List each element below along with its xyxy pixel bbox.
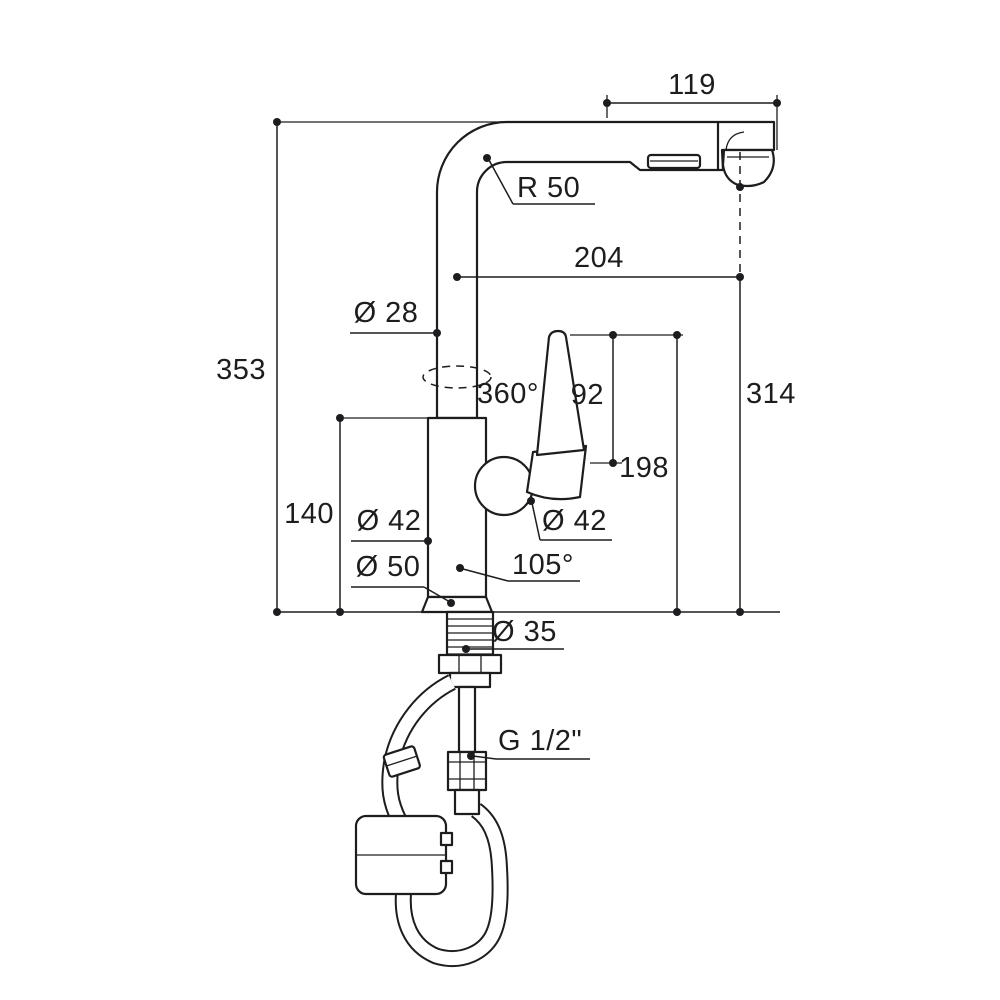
dim-overall-height: 353: [216, 118, 507, 616]
dia-35-label: Ø 35: [492, 616, 557, 648]
dim-204-label: 204: [574, 242, 624, 274]
radius-50-label: R 50: [517, 172, 580, 204]
weight-screw-top: [439, 831, 454, 847]
rotation-360-label: 360°: [477, 378, 539, 410]
dia-body: Ø 42: [351, 505, 432, 545]
ball-joint: [473, 455, 535, 517]
mounting-nut: [437, 653, 503, 675]
dia-tube: Ø 28: [350, 297, 441, 337]
dim-92-label: 92: [571, 379, 604, 411]
dim-140-label: 140: [284, 498, 334, 530]
dim-handle-top-height: 198: [619, 331, 681, 616]
head-inner-arc: [725, 131, 745, 151]
spout-tube: [435, 120, 776, 420]
weight-screw-bottom: [439, 859, 454, 875]
dim-119-label: 119: [668, 69, 716, 101]
dim-353-label: 353: [216, 354, 266, 386]
dim-handle-length: 92: [570, 331, 683, 467]
dia-42-handle-label: Ø 42: [542, 505, 607, 537]
handle-collar: [525, 444, 588, 501]
outlet-pipe: [457, 685, 477, 754]
dia-42-body-label: Ø 42: [357, 505, 422, 537]
dia-28-label: Ø 28: [354, 297, 419, 329]
hose-adapter: [448, 671, 492, 689]
angle-handle: 105°: [456, 549, 580, 582]
faucet-outline: [354, 120, 776, 967]
dim-314-label: 314: [746, 378, 796, 410]
dia-shank: Ø 35: [462, 616, 564, 653]
dim-spout-height: 314: [736, 152, 796, 616]
handle-lever: [535, 329, 586, 457]
thread-g12-label: G 1/2": [498, 725, 582, 757]
coupling-tube: [453, 788, 481, 816]
radius-bend: R 50: [483, 154, 595, 205]
rotation-indicator: 360°: [422, 365, 539, 410]
angle-105-label: 105°: [512, 549, 574, 581]
dim-body-height: 140: [284, 414, 428, 616]
dia-50-label: Ø 50: [356, 551, 421, 583]
base-flange: [420, 595, 494, 614]
dim-198-label: 198: [619, 452, 669, 484]
hose-clip: [382, 745, 421, 778]
dia-base: Ø 50: [351, 551, 455, 607]
spray-head-cup: [721, 148, 775, 188]
pullout-hose-loop: [396, 804, 507, 965]
dim-spout-reach: 204: [453, 242, 744, 281]
hose-coupling-hex: [446, 750, 488, 792]
dia-handle: Ø 42: [527, 497, 612, 541]
dim-spout-head-length: 119: [603, 69, 781, 150]
thread-connection: G 1/2": [467, 725, 590, 760]
